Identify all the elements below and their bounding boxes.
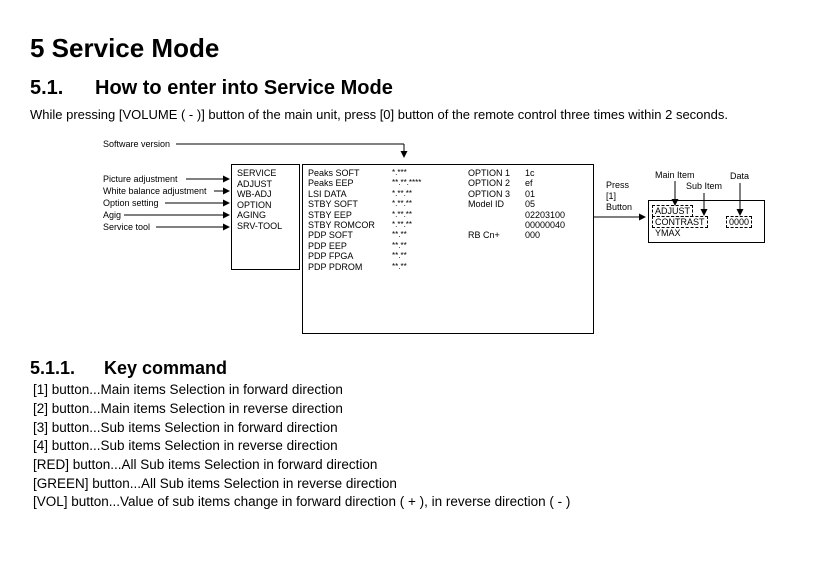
key-command-line: [2] button...Main items Selection in rev…	[33, 401, 343, 416]
info-value: *.**.**	[392, 199, 413, 209]
option-name: OPTION 1	[468, 168, 511, 178]
data-label: Data	[730, 171, 750, 181]
service-menu-box: SERVICE ADJUST WB-ADJ OPTION AGING SRV-T…	[231, 164, 300, 270]
intro-text: While pressing [VOLUME ( - )] button of …	[30, 107, 728, 122]
key-command-line: [GREEN] button...All Sub items Selection…	[33, 476, 397, 491]
info-value: **.**	[392, 240, 407, 250]
info-name: Peaks SOFT	[308, 168, 360, 178]
info-name: PDP PDROM	[308, 261, 363, 272]
label-option-setting: Option setting	[103, 198, 159, 208]
key-command-title: Key command	[104, 358, 228, 378]
option-values: 1c ef 01 05 02203100 00000040 000	[525, 168, 565, 241]
menu-item-wb-adj: WB-ADJ	[237, 189, 272, 199]
adjust-screen-box: ADJUST CONTRAST 0000 YMAX	[648, 200, 765, 243]
info-name: Peaks EEP	[308, 178, 354, 189]
info-value: *.**.**	[392, 220, 413, 230]
key-command-line: [4] button...Sub items Selection in reve…	[33, 438, 338, 453]
key-command-line: [RED] button...All Sub items Selection i…	[33, 457, 378, 472]
info-value: **.**	[392, 230, 407, 240]
info-value: **.**	[392, 261, 407, 271]
info-value: *.**.**	[392, 209, 413, 219]
subsection-title: How to enter into Service Mode	[95, 77, 393, 99]
adjust-sub-item: CONTRAST	[652, 216, 708, 228]
option-value: ef	[525, 178, 533, 189]
subsection-number: 5.1.	[30, 77, 64, 99]
label-white-balance: White balance adjustment	[103, 186, 207, 196]
info-value: *.**.**	[392, 188, 413, 198]
label-agig: Agig	[103, 210, 122, 220]
adjust-data-value: 0000	[726, 216, 753, 228]
adjust-sub-item-2: YMAX	[655, 228, 681, 238]
option-name: OPTION 3	[468, 188, 511, 199]
sub-item-label: Sub Item	[686, 181, 723, 191]
main-item-label: Main Item	[655, 170, 695, 180]
info-values: *.*** **.**.**** *.**.** *.**.** *.**.**…	[392, 168, 421, 272]
option-name: Model ID	[468, 199, 505, 210]
menu-item-adjust: ADJUST	[237, 178, 273, 189]
option-name	[468, 220, 510, 230]
label-picture-adjustment: Picture adjustment	[103, 174, 178, 184]
info-value: **.**.****	[392, 178, 422, 188]
info-name: PDP EEP	[308, 240, 347, 251]
option-value: 01	[525, 188, 536, 199]
info-names: Peaks SOFT Peaks EEP LSI DATA STBY SOFT …	[308, 168, 375, 272]
option-name	[468, 210, 510, 220]
key-command-heading: 5.1.1. Key command	[30, 358, 227, 379]
option-value: 05	[525, 199, 536, 210]
info-name: PDP SOFT	[308, 230, 353, 241]
menu-item-aging: AGING	[237, 210, 267, 220]
press-label: Press [1] Button	[606, 180, 633, 212]
version-info-box: Peaks SOFT Peaks EEP LSI DATA STBY SOFT …	[302, 164, 594, 334]
info-name: STBY ROMCOR	[308, 220, 375, 231]
option-value: 000	[525, 230, 541, 241]
info-name: PDP FPGA	[308, 251, 354, 262]
subsection-heading: 5.1. How to enter into Service Mode	[30, 77, 393, 100]
info-name: STBY SOFT	[308, 199, 358, 210]
option-value: 02203100	[525, 209, 566, 220]
adjust-main-item: ADJUST	[652, 205, 694, 217]
option-name: OPTION 2	[468, 178, 511, 189]
key-command-line: [1] button...Main items Selection in for…	[33, 382, 343, 397]
option-name: RB Cn+	[468, 230, 500, 241]
option-value: 1c	[525, 168, 535, 178]
menu-item-srv-tool: SRV-TOOL	[237, 220, 283, 231]
key-command-number: 5.1.1.	[30, 358, 76, 378]
info-name: LSI DATA	[308, 188, 347, 199]
key-command-line: [VOL] button...Value of sub items change…	[33, 494, 571, 509]
section-title: 5 Service Mode	[30, 33, 220, 63]
info-name: STBY EEP	[308, 209, 352, 220]
option-names: OPTION 1 OPTION 2 OPTION 3 Model ID RB C…	[468, 168, 510, 241]
info-value: **.**	[392, 251, 407, 261]
key-command-line: [3] button...Sub items Selection in forw…	[33, 420, 338, 435]
software-version-label: Software version	[103, 139, 171, 149]
menu-item-service: SERVICE	[237, 168, 277, 178]
info-value: *.***	[392, 168, 407, 177]
menu-item-option: OPTION	[237, 199, 272, 210]
option-value: 00000040	[525, 220, 566, 231]
label-service-tool: Service tool	[103, 222, 151, 232]
